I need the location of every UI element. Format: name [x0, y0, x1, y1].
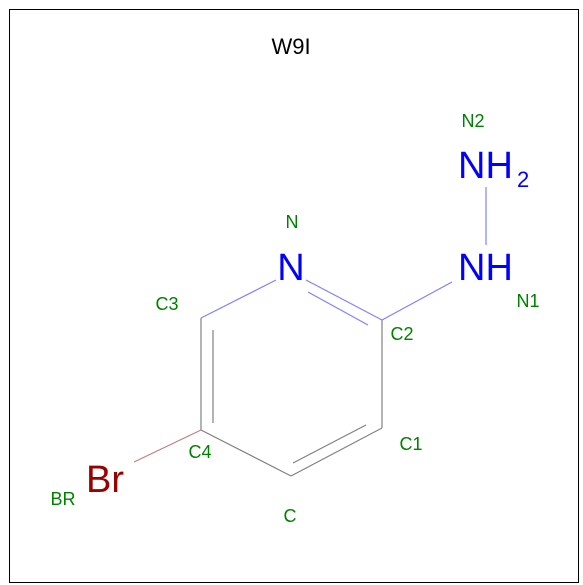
bond-c-c4: [200, 429, 292, 477]
element-n-ring: N: [277, 247, 304, 289]
bond-c2-n1: [381, 281, 453, 321]
atom-name-c: C: [284, 506, 297, 526]
bond-c3-n: [200, 279, 277, 319]
atom-name-br: BR: [50, 489, 75, 509]
bond-c1-c: [290, 427, 383, 477]
atom-name-n1: N1: [516, 291, 539, 311]
atom-name-c2: C2: [390, 324, 413, 344]
molecule-title: W9I: [271, 34, 310, 59]
atom-name-c1: C1: [399, 434, 422, 454]
bond-c1-c-inner: [292, 424, 367, 464]
atom-name-n: N: [286, 212, 299, 232]
element-br: Br: [86, 459, 124, 501]
diagram-frame: [9, 9, 579, 583]
element-nh2: NH: [458, 145, 513, 187]
bond-c4-br: [133, 429, 202, 463]
atom-name-n2: N2: [461, 111, 484, 131]
bond-n-c2-inner: [307, 291, 369, 326]
atom-name-c3: C3: [155, 294, 178, 314]
element-nh2-subscript: 2: [517, 167, 529, 192]
element-nh: NH: [458, 247, 513, 289]
bond-n-c2: [305, 279, 383, 321]
atom-name-c4: C4: [188, 442, 211, 462]
